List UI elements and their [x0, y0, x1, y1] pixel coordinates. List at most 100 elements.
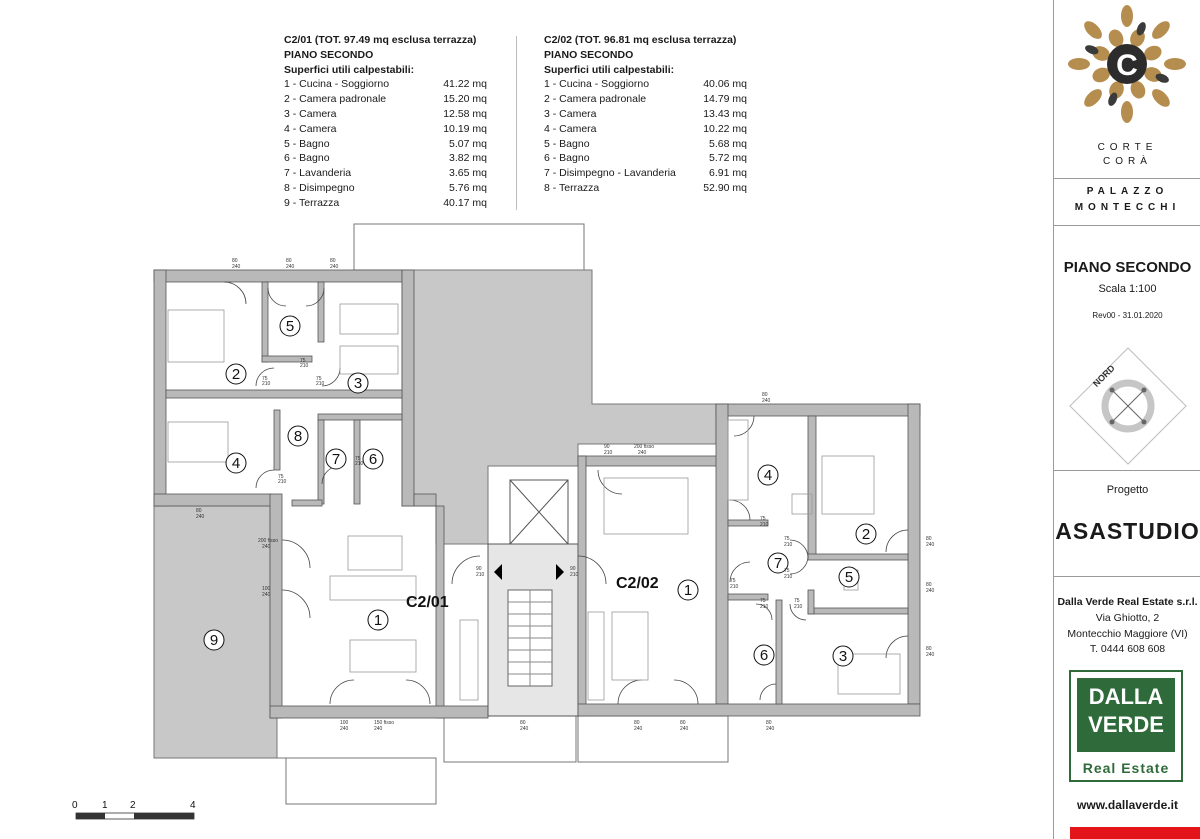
room-name: 7 - Lavanderia	[284, 167, 352, 180]
unit-label-right: C2/02	[616, 575, 659, 592]
room-name: 6 - Bagno	[284, 152, 330, 165]
balcony-top	[353, 223, 585, 271]
website-link[interactable]: www.dallaverde.it	[1077, 798, 1178, 812]
svg-text:80: 80	[634, 720, 640, 726]
svg-text:210: 210	[278, 479, 287, 485]
room-area: 52.90 mq	[703, 181, 747, 194]
svg-text:90: 90	[570, 566, 576, 572]
room-name: 3 - Camera	[284, 107, 337, 120]
svg-text:210: 210	[316, 381, 325, 387]
room-label: 3	[354, 375, 362, 392]
room-area: 15.20 mq	[443, 93, 487, 106]
logo-line-2: VERDE	[1088, 712, 1164, 737]
svg-text:240: 240	[262, 592, 271, 598]
room-label: 1	[374, 612, 382, 629]
logo-line-3: Real Estate	[1082, 760, 1170, 776]
svg-text:210: 210	[730, 584, 739, 590]
svg-text:75: 75	[316, 376, 322, 382]
room-label: 2	[232, 366, 240, 383]
balcony-bottom-right	[577, 715, 729, 763]
room-label: 7	[332, 451, 340, 468]
svg-text:75: 75	[760, 516, 766, 522]
area-table-c2-02: C2/02 (TOT. 96.81 mq esclusa terrazza) P…	[544, 33, 747, 196]
svg-text:80: 80	[926, 536, 932, 542]
divider	[1054, 178, 1200, 179]
svg-text:210: 210	[784, 542, 793, 548]
room-area: 5.76 mq	[449, 181, 487, 194]
svg-text:75: 75	[760, 598, 766, 604]
company-address: Via Ghiotto, 2	[1095, 612, 1160, 624]
room-name: 2 - Camera padronale	[284, 93, 387, 106]
furniture	[167, 303, 901, 701]
room-name: 1 - Cucina - Soggiorno	[284, 78, 390, 91]
svg-text:240: 240	[330, 264, 339, 270]
room-area: 5.07 mq	[449, 137, 487, 150]
svg-text:80: 80	[926, 646, 932, 652]
room-label: 6	[369, 451, 377, 468]
dalla-verde-logo: DALLA VERDE Real Estate	[1069, 670, 1183, 782]
unit-label-left: C2/01	[406, 594, 449, 611]
area-table-c2-01: C2/01 (TOT. 97.49 mq esclusa terrazza) P…	[284, 33, 487, 211]
svg-text:240: 240	[374, 726, 383, 732]
svg-text:210: 210	[476, 572, 485, 578]
studio-name: ASASTUDIO	[1055, 518, 1200, 544]
svg-text:240: 240	[766, 726, 775, 732]
logo-line-1: DALLA	[1088, 684, 1164, 709]
table-divider	[516, 36, 517, 210]
room-labels-right: 4 2 7 5 1 6 3	[677, 464, 877, 667]
brand-line-1: CORTE	[1097, 142, 1158, 153]
room-label: 4	[232, 455, 240, 472]
svg-text:210: 210	[604, 450, 613, 456]
svg-text:240: 240	[232, 264, 241, 270]
room-name: 4 - Camera	[284, 122, 337, 135]
scale-bar: 0 1 2 4	[72, 800, 196, 820]
svg-text:210: 210	[300, 363, 309, 369]
svg-text:210: 210	[570, 572, 579, 578]
svg-text:80: 80	[926, 582, 932, 588]
table-title: C2/01 (TOT. 97.49 mq esclusa terrazza)	[284, 34, 477, 46]
building-line-2: MONTECCHI	[1074, 202, 1181, 213]
svg-text:240: 240	[638, 450, 647, 456]
svg-text:150 fisso: 150 fisso	[374, 720, 394, 726]
balcony-bottom-left	[285, 757, 437, 805]
room-label: 2	[862, 526, 870, 543]
room-label: 4	[764, 467, 772, 484]
room-area: 40.06 mq	[703, 78, 747, 91]
stair-core	[487, 479, 579, 717]
svg-text:240: 240	[634, 726, 643, 732]
room-area: 3.65 mq	[449, 167, 487, 180]
room-name: 1 - Cucina - Soggiorno	[544, 78, 650, 91]
room-area: 14.79 mq	[703, 93, 747, 106]
floor-plan: 5 2 3 8 4 7 6 1 9 4 2 7 5 1 6 3 C2/01 C2…	[72, 223, 935, 820]
room-label: 5	[286, 318, 294, 335]
svg-text:75: 75	[355, 456, 361, 462]
room-labels-left: 5 2 3 8 4 7 6 1 9	[203, 315, 389, 651]
room-name: 6 - Bagno	[544, 152, 590, 165]
svg-text:80: 80	[232, 258, 238, 264]
svg-text:80: 80	[330, 258, 336, 264]
svg-text:210: 210	[262, 381, 271, 387]
area-row: 2 - Camera padronale 15.20 mq	[284, 92, 487, 107]
company-name: Dalla Verde Real Estate s.r.l.	[1057, 596, 1198, 608]
svg-text:210: 210	[784, 574, 793, 580]
logo-green-panel	[1077, 678, 1175, 752]
brand-line-2: CORÀ	[1103, 156, 1152, 167]
svg-text:80: 80	[196, 508, 202, 514]
svg-text:1: 1	[102, 800, 108, 811]
building-line-1: PALAZZO	[1086, 186, 1169, 197]
svg-text:80: 80	[286, 258, 292, 264]
svg-text:240: 240	[286, 264, 295, 270]
room-area: 10.22 mq	[703, 122, 747, 135]
room-area: 40.17 mq	[443, 196, 487, 209]
balcony-bottom-mid	[443, 715, 577, 763]
room-label: 6	[760, 647, 768, 664]
project-label: Progetto	[1106, 484, 1149, 496]
title-block: C CORTE CORÀ PALAZZO MONTECCHI PIANO SEC…	[1053, 0, 1200, 839]
table-floor: PIANO SECONDO	[284, 48, 374, 61]
